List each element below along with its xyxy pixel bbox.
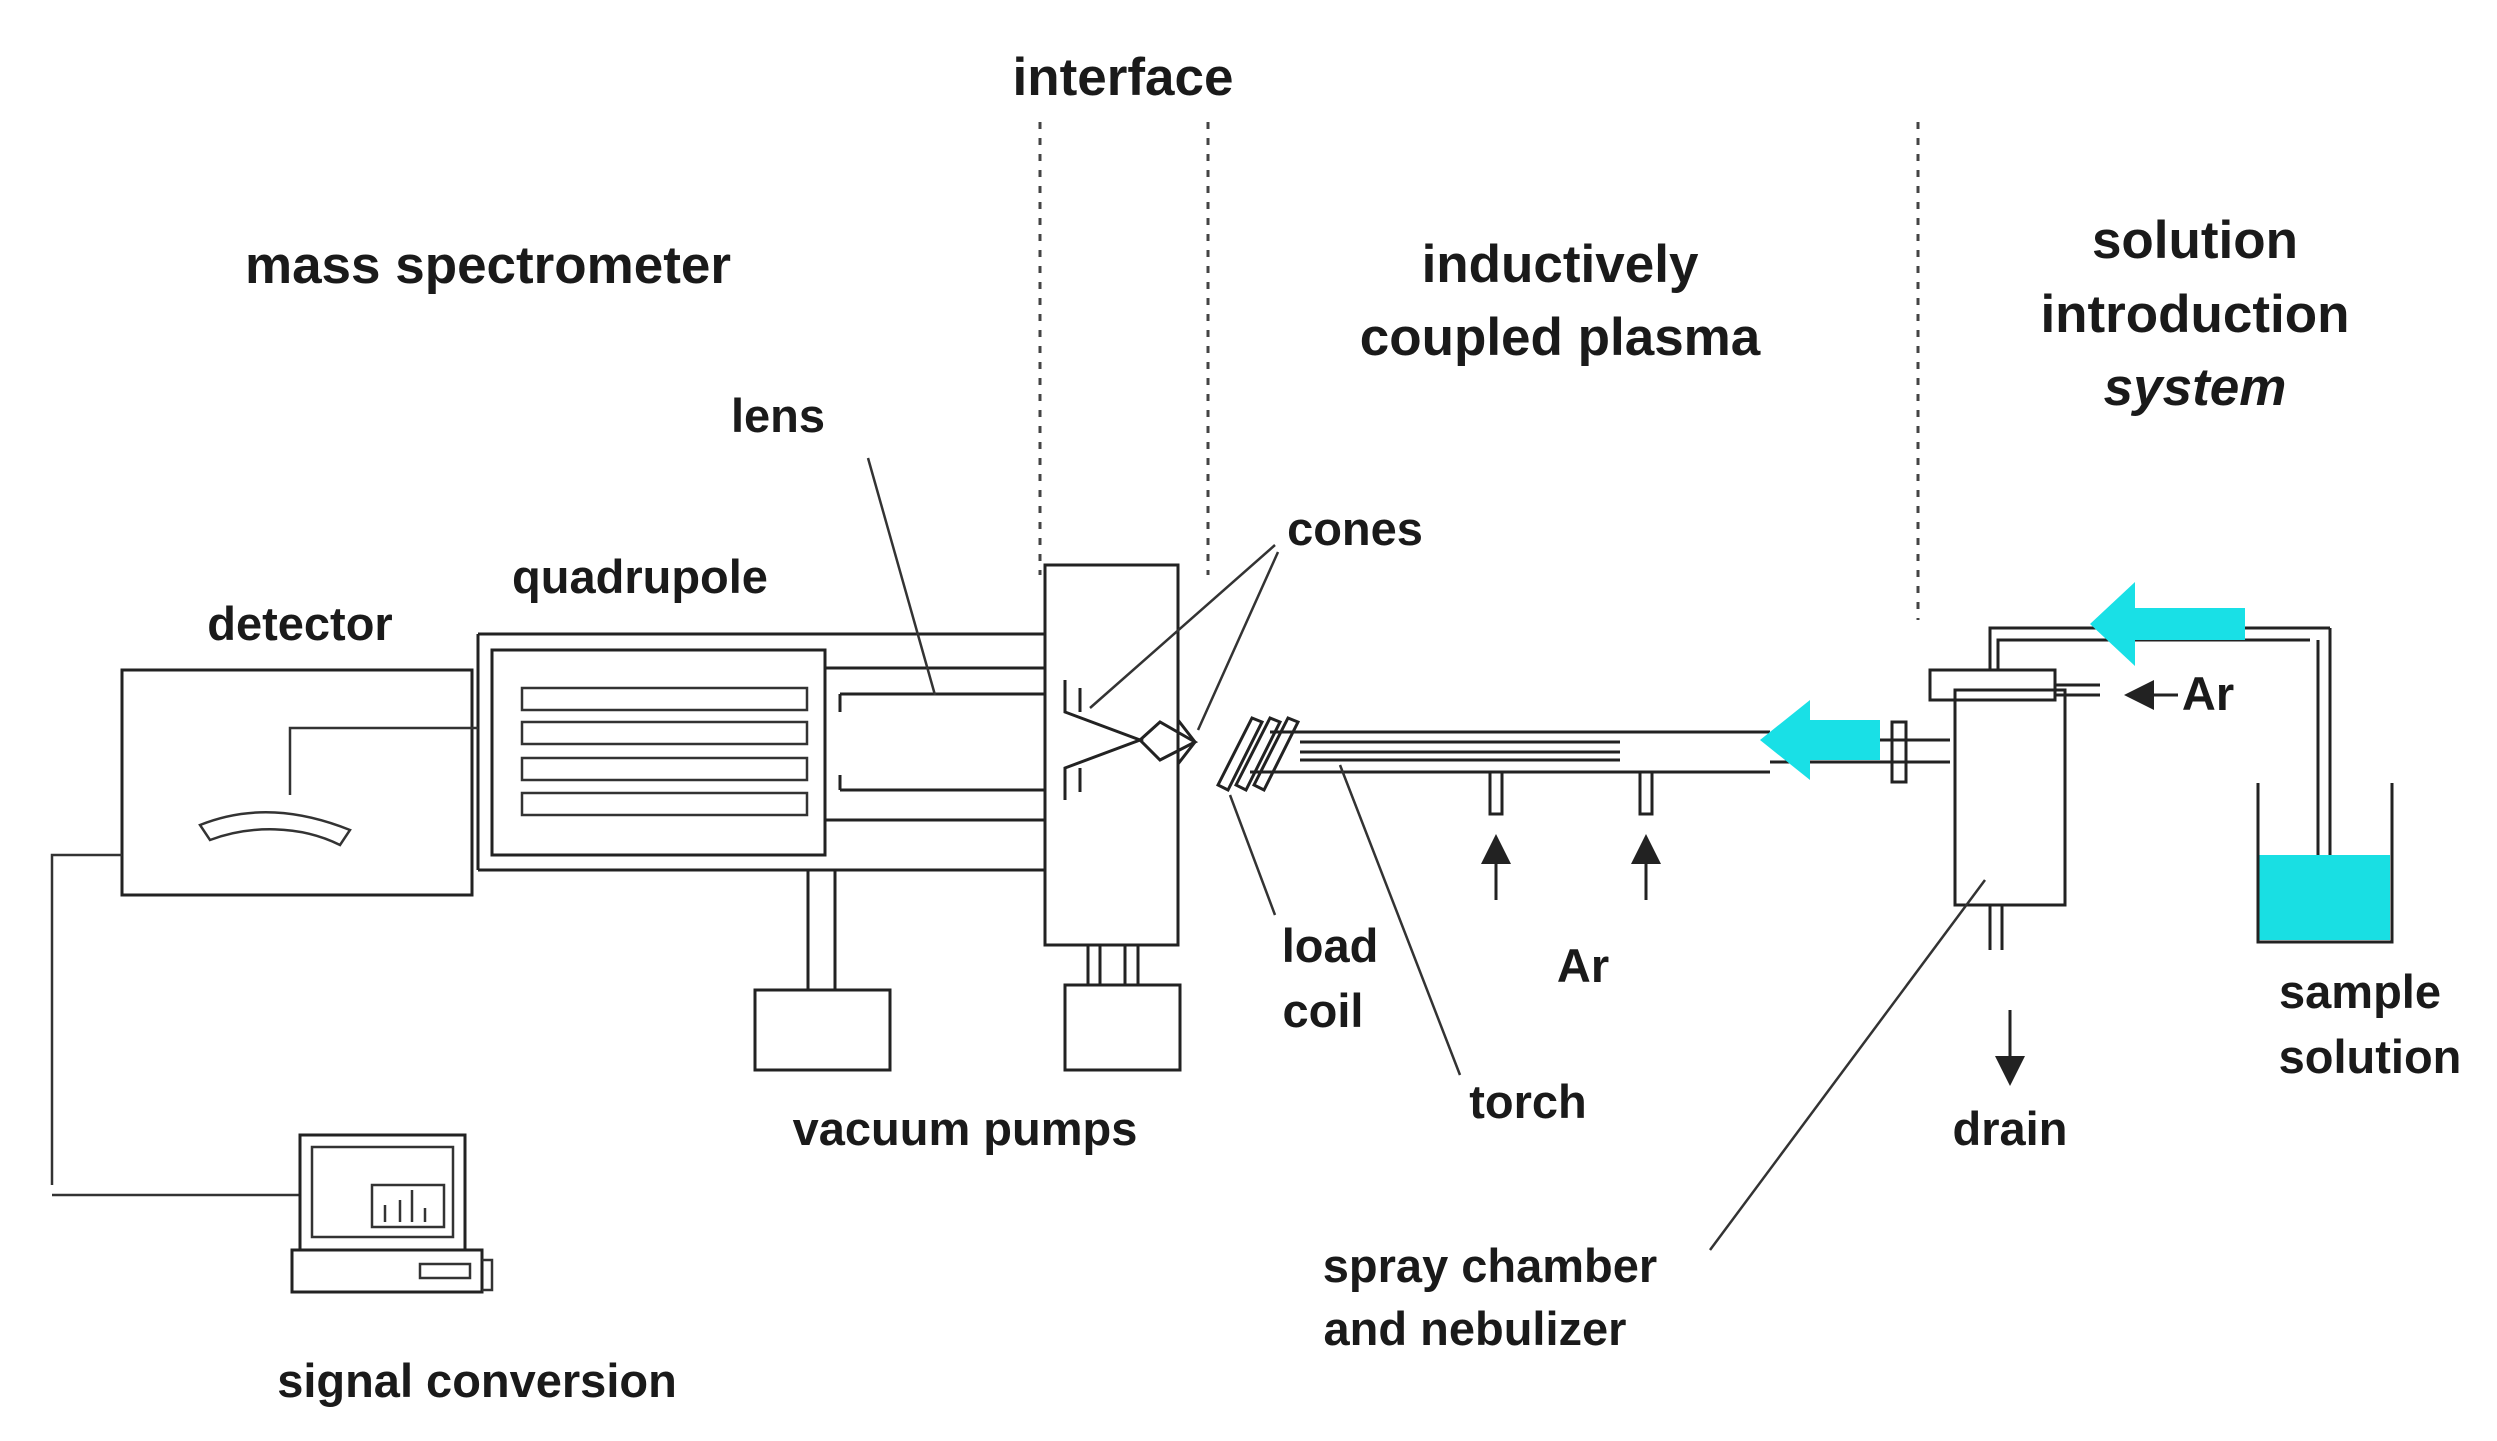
detector-label: detector	[207, 597, 392, 650]
quadrupole-box	[490, 648, 827, 857]
spray-chamber-label-line1: spray chamber	[1323, 1239, 1657, 1292]
icp-label-line2: coupled plasma	[1360, 308, 1761, 367]
vacuum-pumps-label: vacuum pumps	[793, 1102, 1138, 1155]
interface-label: interface	[1013, 48, 1234, 107]
mass-spectrometer-body	[476, 632, 1045, 872]
sis-label-line3: system	[2104, 358, 2287, 417]
cones-label: cones	[1287, 502, 1423, 555]
torch-label: torch	[1469, 1075, 1587, 1128]
lens-label: lens	[731, 389, 825, 442]
quadrupole-rods	[520, 686, 809, 817]
sample-solution-label-line1: sample	[2279, 965, 2441, 1018]
vacuum-pump-1	[753, 988, 892, 1072]
torch-leader	[1338, 764, 1462, 1076]
sample-liquid	[2258, 855, 2390, 940]
load-coil-label-line2: coil	[1283, 984, 1364, 1037]
signal-conversion-label: signal conversion	[277, 1354, 677, 1407]
vacuum-pump-2	[1063, 983, 1182, 1072]
vacuum-pumps	[753, 870, 1182, 1072]
sis-label-line2: introduction	[2040, 285, 2349, 344]
drain-label: drain	[1953, 1102, 2068, 1155]
sis-label-line1: solution	[2092, 211, 2298, 270]
load-coil	[1215, 716, 1301, 793]
quadrupole-label: quadrupole	[512, 550, 768, 603]
cones-leader-1	[1089, 544, 1276, 709]
icp-label-line1: inductively	[1422, 235, 1699, 294]
labels: interface mass spectrometer inductively …	[207, 48, 2461, 1407]
nebulizer-fitting	[1890, 720, 1908, 784]
torch	[1250, 730, 1770, 900]
cones-leader-2	[1196, 551, 1280, 731]
load-coil-label-line1: load	[1282, 919, 1379, 972]
leader-lines	[866, 457, 1987, 1251]
interface-housing	[1043, 563, 1199, 947]
sample-solution-label-line2: solution	[2279, 1030, 2462, 1083]
spray-chamber-label-line2: and nebulizer	[1324, 1302, 1627, 1355]
argon-label-bottom: Ar	[1557, 939, 1609, 992]
flow-arrow	[1760, 700, 1880, 780]
lens-leader	[866, 457, 937, 696]
detector	[120, 668, 478, 897]
section-dividers	[1038, 122, 1920, 620]
spectrum-icon	[370, 1183, 446, 1229]
detector-dynode	[198, 811, 352, 847]
flow-arrow	[2090, 582, 2245, 666]
load-coil-leader	[1228, 794, 1277, 916]
spray-chamber-leader	[1708, 879, 1987, 1251]
computer-icon	[50, 853, 494, 1294]
mass-spectrometer-label: mass spectrometer	[245, 236, 731, 295]
flow-arrows	[1760, 582, 2245, 780]
argon-label-side: Ar	[2182, 667, 2234, 720]
